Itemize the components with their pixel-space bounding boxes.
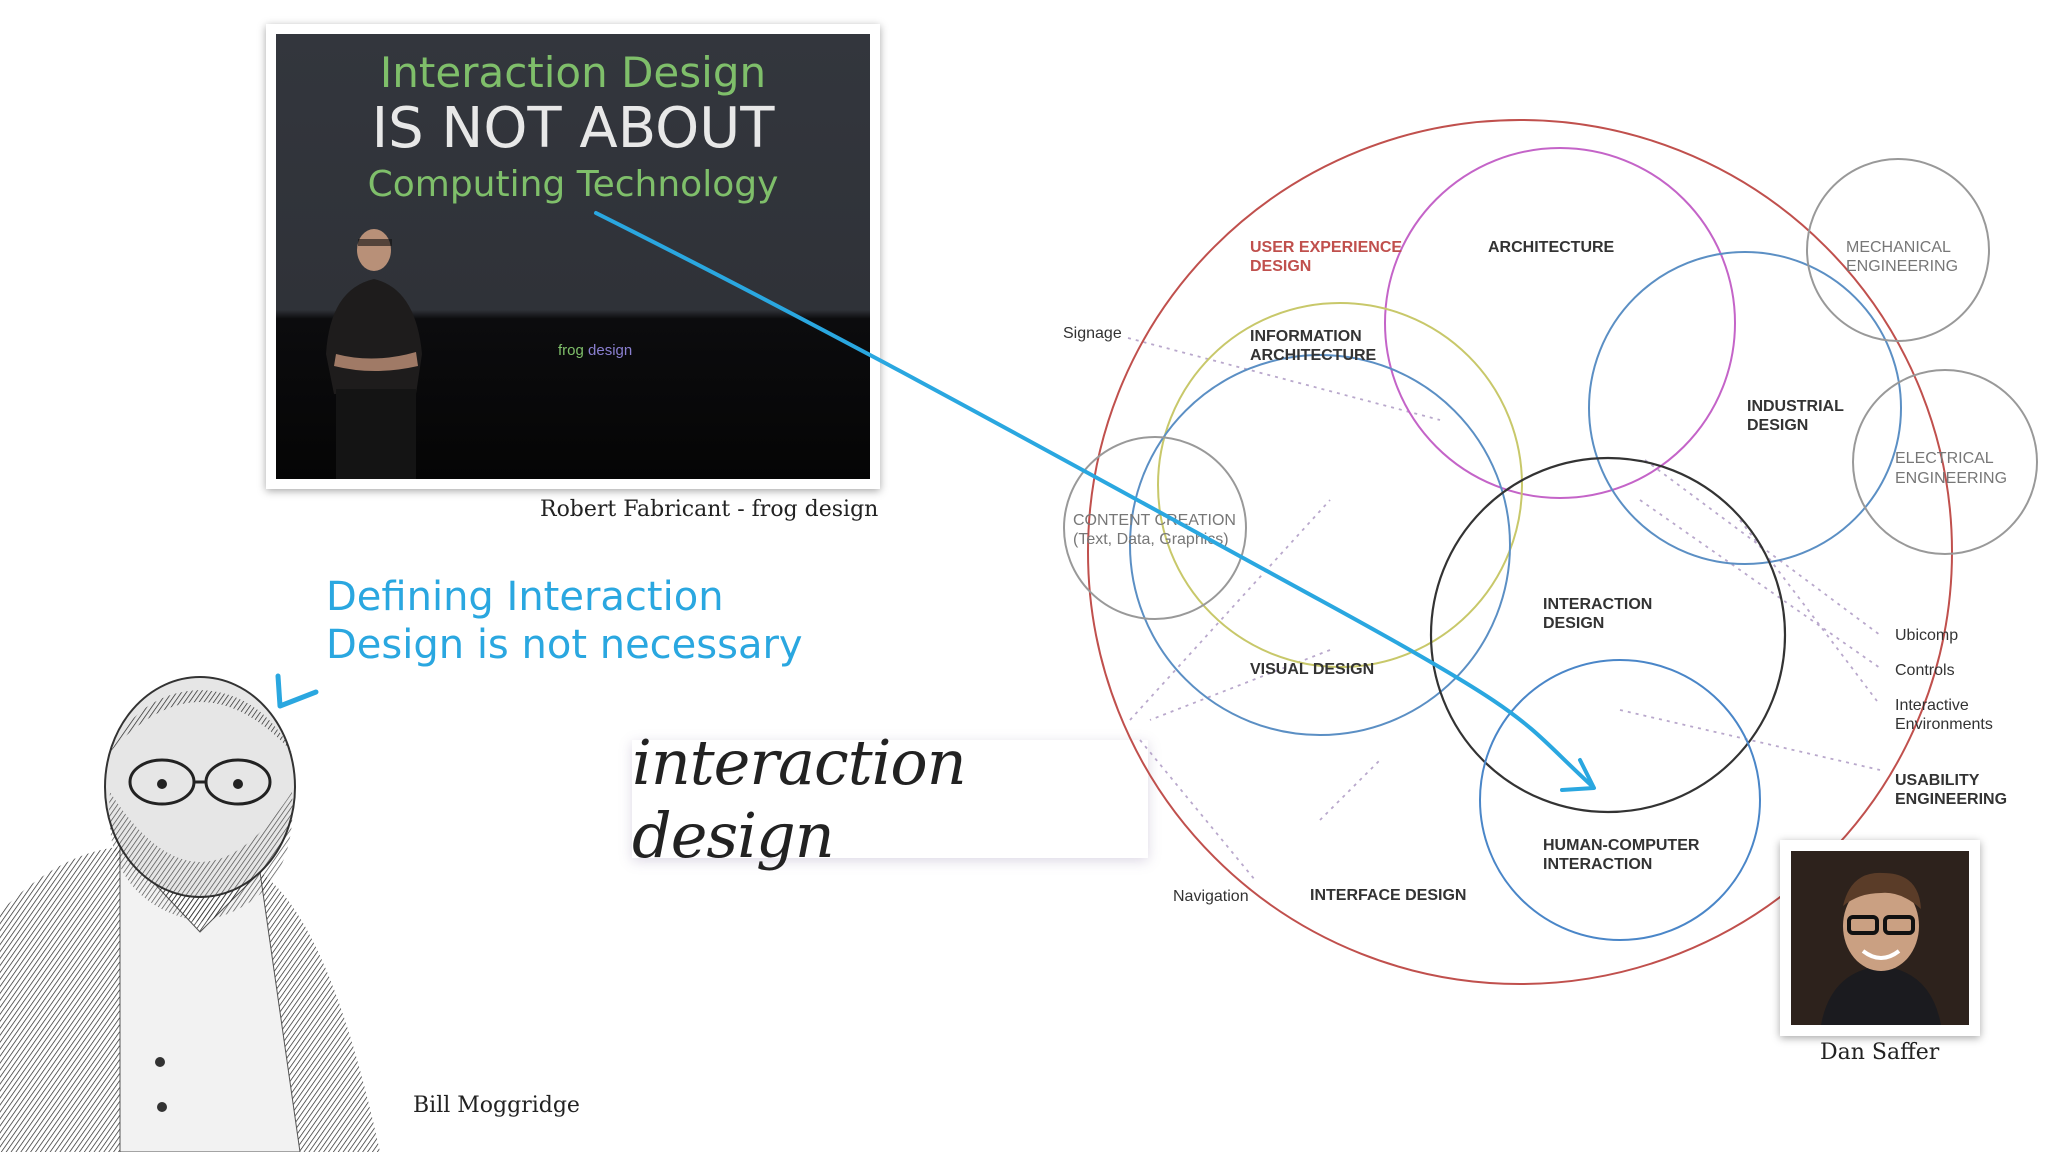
logo-design: design: [588, 342, 633, 359]
industrial-design-circle: [1588, 251, 1902, 565]
label-electrical-1: ELECTRICAL: [1895, 450, 1994, 467]
label-info-arch-1: INFORMATION: [1250, 328, 1362, 345]
slide-line-1: Interaction Design: [379, 48, 767, 97]
label-interface: INTERFACE DESIGN: [1310, 887, 1466, 904]
interaction-design-circle: [1429, 456, 1787, 814]
logo-frog: frog: [558, 342, 584, 359]
label-mechanical-1: MECHANICAL: [1846, 239, 1951, 256]
label-architecture: ARCHITECTURE: [1488, 239, 1615, 256]
frog-design-logo: frog design: [558, 342, 632, 359]
slide-line-2: IS NOT ABOUT: [371, 96, 775, 161]
label-industrial-2: DESIGN: [1747, 417, 1808, 434]
architecture-circle: [1384, 147, 1736, 499]
presenter-figure: [326, 229, 422, 479]
information-architecture-circle: [1157, 302, 1523, 668]
label-hci-1: HUMAN-COMPUTER: [1543, 837, 1700, 854]
label-info-arch-2: ARCHITECTURE: [1250, 347, 1377, 364]
quote-line-1: Defining Interaction: [326, 574, 724, 620]
label-signage: Signage: [1063, 325, 1122, 342]
label-navigation: Navigation: [1173, 888, 1249, 905]
label-ux-2: DESIGN: [1250, 258, 1311, 275]
label-interactive-1: Interactive: [1895, 697, 1969, 714]
ux-design-circle: [1087, 119, 1953, 985]
dan-saffer-caption: Dan Saffer: [1820, 1040, 1940, 1065]
interaction-design-card-text: interaction design: [632, 726, 967, 872]
electrical-engineering-circle: [1852, 369, 2038, 555]
label-mechanical-2: ENGINEERING: [1846, 258, 1958, 275]
interaction-design-card: interaction design: [632, 726, 1148, 872]
label-usability-2: ENGINEERING: [1895, 791, 2007, 808]
slide-line-3: Computing Technology: [367, 164, 779, 205]
visual-design-circle: [1129, 354, 1511, 736]
presenter-caption: Robert Fabricant - frog design: [540, 497, 879, 522]
pointer-arrow: [594, 211, 1596, 792]
label-interaction-1: INTERACTION: [1543, 596, 1652, 613]
label-ubicomp: Ubicomp: [1895, 627, 1958, 644]
quote-line-2: Design is not necessary: [326, 622, 803, 668]
dan-saffer-photo: [1791, 851, 1969, 1025]
hci-circle: [1479, 659, 1761, 941]
label-electrical-2: ENGINEERING: [1895, 470, 2007, 487]
label-interaction-2: DESIGN: [1543, 615, 1604, 632]
bill-moggridge-caption: Bill Moggridge: [413, 1093, 580, 1118]
content-creation-circle: [1063, 436, 1247, 620]
quote-pointer-icon: [275, 673, 319, 709]
mechanical-engineering-circle: [1806, 158, 1990, 342]
label-controls: Controls: [1895, 662, 1955, 679]
label-visual: VISUAL DESIGN: [1250, 661, 1374, 678]
label-hci-2: INTERACTION: [1543, 856, 1652, 873]
label-content-1: CONTENT CREATION: [1073, 512, 1236, 529]
label-interactive-2: Environments: [1895, 716, 1993, 733]
label-industrial-1: INDUSTRIAL: [1747, 398, 1844, 415]
label-ux-1: USER EXPERIENCE: [1250, 239, 1402, 256]
label-usability-1: USABILITY: [1895, 772, 1980, 789]
presenter-photo: Interaction Design IS NOT ABOUT Computin…: [276, 34, 870, 479]
bill-moggridge-portrait: [0, 676, 380, 1152]
label-content-2: (Text, Data, Graphics): [1073, 531, 1229, 548]
